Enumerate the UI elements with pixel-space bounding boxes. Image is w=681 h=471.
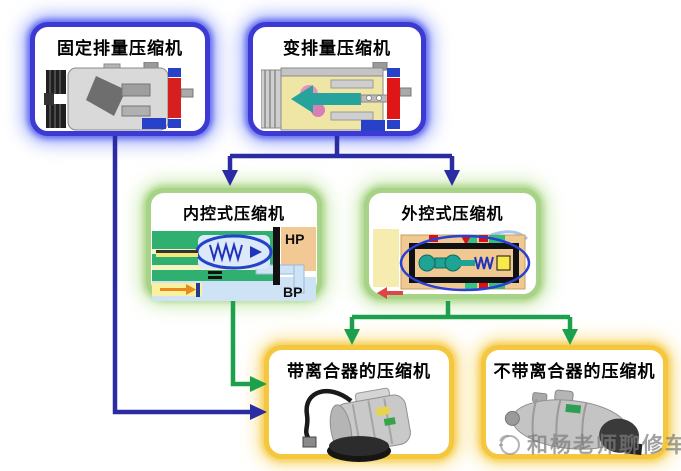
arrowhead-to-external [444,170,460,186]
arrow-internal-to-clutch [230,301,251,387]
arrow-external-branch [349,301,573,330]
watermark-logo-icon [499,434,520,455]
node-title: 变排量压缩机 [283,39,391,58]
clutchless-compressor-photo-icon [504,389,642,456]
bp-label: BP [283,284,302,300]
watermark: 和杨老师聊修车 [496,429,681,459]
node-title: 固定排量压缩机 [57,39,183,58]
variable-compressor-image [260,61,413,134]
fixed-compressor-image [44,61,196,134]
clutch-compressor-photo-icon [302,387,411,462]
external-control-schematic [372,227,533,301]
node-variable-displacement-compressor: 变排量压缩机 [248,22,426,136]
arrow-variable-branch [227,136,455,171]
fixed-compressor-cross-section-icon [44,61,194,131]
node-title: 带离合器的压缩机 [287,362,431,381]
node-externally-controlled-compressor: 外控式压缩机 [364,188,541,299]
arrowhead-to-without-clutch [562,329,578,345]
variable-compressor-cross-section-icon [260,61,412,131]
arrowhead-to-with-clutch [344,329,360,345]
node-compressor-without-clutch: 不带离合器的压缩机 [481,345,668,459]
node-title: 不带离合器的压缩机 [493,362,656,381]
node-title: 外控式压缩机 [401,206,504,223]
without-clutch-photo [500,385,650,459]
external-control-valve-schematic-icon [372,229,530,299]
arrowhead-to-internal [222,170,238,186]
node-internally-controlled-compressor: 内控式压缩机 [146,188,322,301]
node-fixed-displacement-compressor: 固定排量压缩机 [30,22,210,136]
node-title: 内控式压缩机 [182,206,285,223]
with-clutch-photo [285,385,433,463]
hp-label: HP [285,231,304,247]
watermark-text: 和杨老师聊修车 [527,434,681,457]
node-compressor-with-clutch: 带离合器的压缩机 [264,345,454,462]
internal-control-valve-schematic-icon: HP BP [152,227,316,301]
internal-control-schematic: HP BP [152,227,316,303]
